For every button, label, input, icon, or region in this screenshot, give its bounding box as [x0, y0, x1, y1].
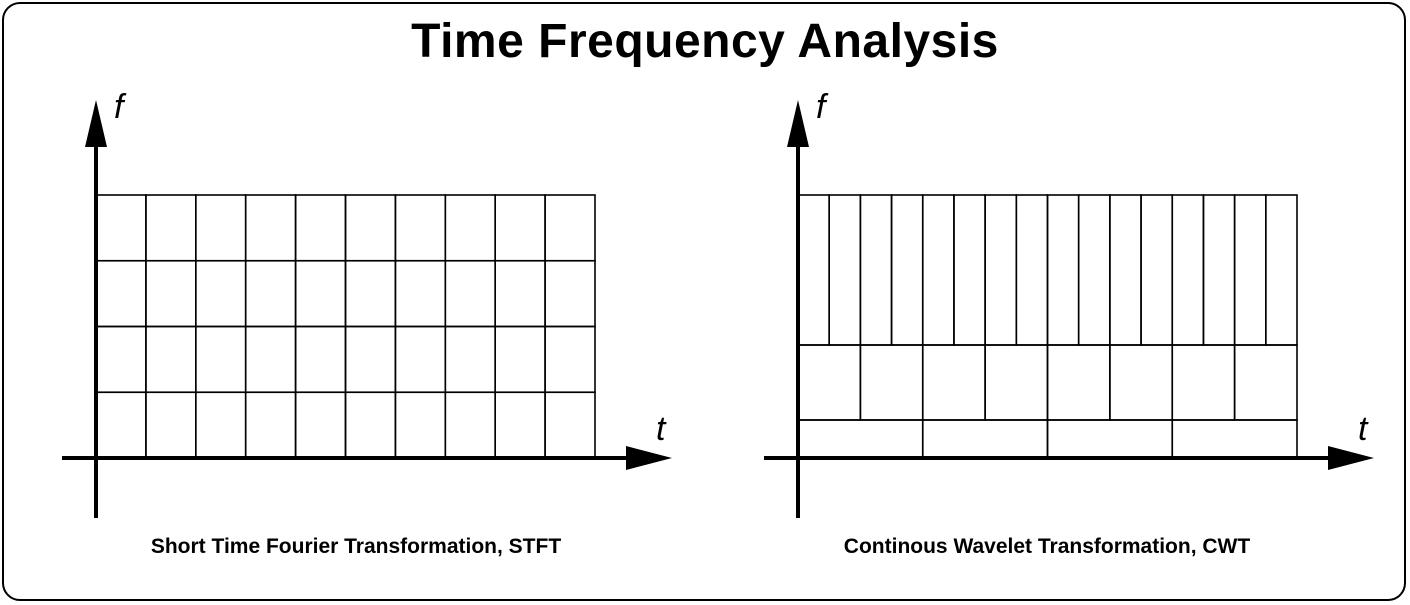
cwt-mid-band-cell [859, 344, 924, 421]
cwt-high-band-cell [1202, 194, 1236, 346]
cwt-low-band-cell [1046, 419, 1174, 459]
stft-grid-cell [294, 325, 347, 394]
stft-grid-cell [145, 194, 197, 262]
stft-grid-cell [195, 325, 247, 394]
cwt-high-band-cell [1171, 194, 1205, 346]
stft-grid-cell [95, 194, 147, 262]
cwt-high-band-cell [859, 194, 893, 346]
cwt-mid-band-cell [1171, 344, 1236, 421]
stft-y-axis-arrow [85, 100, 107, 147]
stft-grid-cell [344, 391, 397, 459]
stft-grid-cell [294, 259, 347, 328]
figure-title: Time Frequency Analysis [411, 15, 999, 68]
cwt-low-band-cell [921, 419, 1049, 459]
cwt-mid-band-cell [921, 344, 986, 421]
stft-grid-cell [444, 259, 496, 328]
cwt-high-band-cell [1015, 194, 1049, 346]
cwt-low-band-cell [797, 419, 924, 459]
cwt-x-axis-label: t [1358, 410, 1368, 448]
stft-grid-cell [494, 391, 546, 459]
stft-grid-cell [444, 325, 496, 394]
cwt-panel [764, 100, 1374, 518]
stft-grid-cell [544, 325, 596, 394]
stft-grid-cell [95, 325, 147, 394]
stft-grid-cell [444, 391, 496, 459]
cwt-high-band-cell [1046, 194, 1080, 346]
stft-grid-cell [145, 391, 197, 459]
cwt-low-band-cell [1171, 419, 1298, 459]
cwt-high-band-cell [890, 194, 924, 346]
stft-x-axis-arrow [626, 446, 672, 470]
stft-grid-cell [145, 259, 197, 328]
cwt-y-axis-arrow [787, 100, 809, 147]
stft-grid-cell [544, 391, 596, 459]
cwt-mid-band-cell [1233, 344, 1298, 421]
stft-y-axis-label: f [114, 88, 124, 126]
stft-grid-cell [95, 391, 147, 459]
stft-grid-cell [544, 259, 596, 328]
stft-grid-cell [294, 194, 347, 262]
stft-grid-cell [394, 391, 447, 459]
stft-panel [62, 100, 672, 518]
cwt-high-band-cell [953, 194, 986, 346]
stft-caption: Short Time Fourier Transformation, STFT [150, 535, 562, 558]
stft-grid-cell [195, 194, 247, 262]
stft-grid-cell [494, 194, 546, 262]
cwt-high-band-cell [984, 194, 1018, 346]
stft-grid-cell [244, 391, 297, 459]
stft-x-axis-label: t [656, 410, 666, 448]
stft-grid-cell [494, 259, 546, 328]
stft-grid-cell [394, 325, 447, 394]
stft-grid-cell [95, 259, 147, 328]
stft-grid-cell [394, 194, 447, 262]
stft-grid-cell [145, 325, 197, 394]
cwt-mid-band-cell [984, 344, 1049, 421]
stft-grid-cell [244, 325, 297, 394]
stft-grid-cell [394, 259, 447, 328]
cwt-high-band-cell [1077, 194, 1111, 346]
cwt-y-axis-label: f [816, 88, 826, 126]
cwt-high-band-cell [1265, 194, 1298, 346]
stft-grid-cell [544, 194, 596, 262]
stft-grid-cell [344, 194, 397, 262]
cwt-caption: Continous Wavelet Transformation, CWT [843, 535, 1251, 558]
cwt-mid-band-cell [1046, 344, 1111, 421]
stft-grid-cell [444, 194, 496, 262]
stft-grid-cell [195, 259, 247, 328]
cwt-mid-band-cell [797, 344, 862, 421]
cwt-x-axis-arrow [1328, 446, 1374, 470]
cwt-high-band-cell [1140, 194, 1174, 346]
stft-grid-cell [344, 325, 397, 394]
stft-grid-cell [244, 259, 297, 328]
stft-grid-cell [344, 259, 397, 328]
stft-grid-cell [195, 391, 247, 459]
cwt-high-band-cell [921, 194, 955, 346]
cwt-high-band-cell [797, 194, 830, 346]
cwt-mid-band-cell [1109, 344, 1174, 421]
stft-grid-cell [494, 325, 546, 394]
stft-grid-cell [244, 194, 297, 262]
stft-grid-cell [294, 391, 347, 459]
cwt-high-band-cell [828, 194, 862, 346]
cwt-high-band-cell [1109, 194, 1142, 346]
cwt-high-band-cell [1233, 194, 1267, 346]
